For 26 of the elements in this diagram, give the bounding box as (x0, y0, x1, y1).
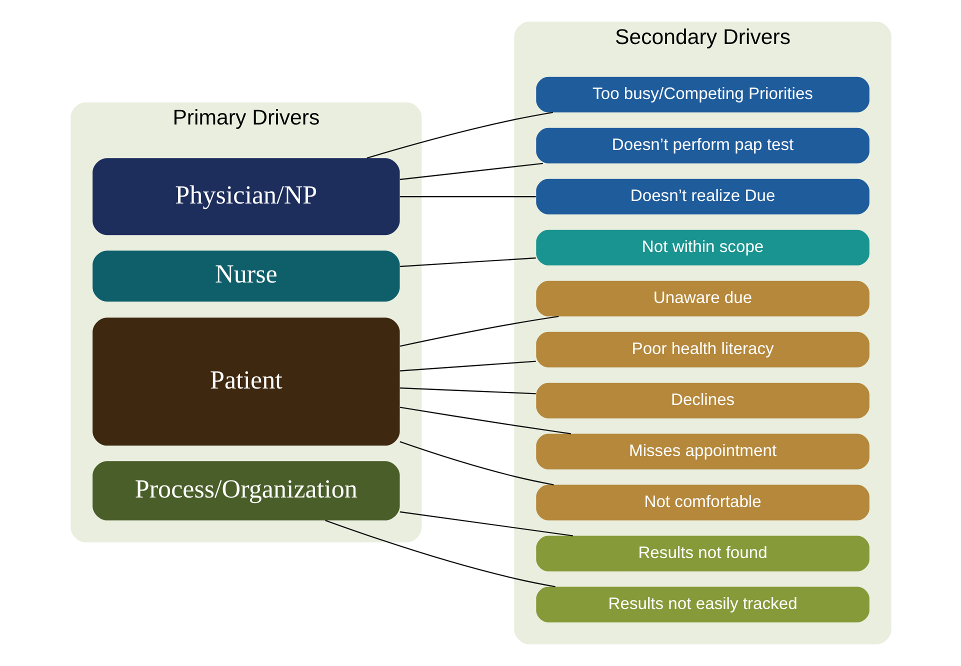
connector (399, 387, 536, 394)
connector (399, 511, 573, 536)
connector (399, 360, 536, 372)
node-box: Not comfortable (536, 484, 869, 520)
node-box: Not within scope (536, 230, 869, 266)
connector (399, 257, 536, 268)
node-box: Too busy/Competing Priorities (536, 76, 869, 112)
node-box: Process/Organization (92, 461, 400, 520)
node-box: Results not found (536, 536, 869, 572)
node-box: Doesn’t realize Due (536, 178, 869, 214)
connector (366, 112, 552, 159)
connector (399, 316, 558, 347)
connector (399, 162, 542, 180)
node-box: Doesn’t perform pap test (536, 128, 869, 164)
node-box: Poor health literacy (536, 332, 869, 368)
node-box: Unaware due (536, 280, 869, 316)
connector (399, 196, 536, 198)
node-box: Nurse (92, 250, 400, 302)
connector (399, 441, 554, 486)
connector (324, 520, 555, 588)
connector (399, 406, 570, 434)
node-box: Patient (92, 318, 400, 446)
node-box: Declines (536, 382, 869, 418)
node-box: Misses appointment (536, 434, 869, 470)
node-box: Results not easily tracked (536, 586, 869, 622)
node-box: Physician/NP (92, 158, 400, 236)
